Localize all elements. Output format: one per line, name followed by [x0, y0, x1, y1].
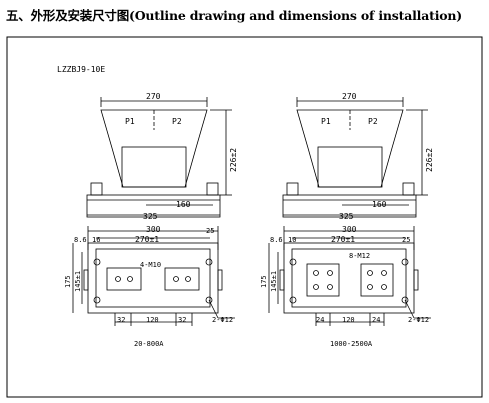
dim-width-top: 270: [342, 92, 357, 101]
dim-overall: 300: [342, 225, 357, 234]
right-front-view: [282, 97, 428, 218]
dim-left-offset: 8.6: [74, 236, 87, 244]
dim-base-depth: 160: [176, 200, 191, 209]
dim-height: 226±2: [425, 148, 434, 172]
dim-right-offset: 25: [402, 236, 410, 244]
label-p2: P2: [172, 117, 182, 126]
dim-base-width: 325: [339, 212, 354, 221]
dim-height-b: 145±1: [74, 271, 82, 292]
dim-bottom-left: 32: [117, 316, 125, 324]
dim-right-offset: 25: [206, 227, 214, 235]
drawing-frame: [6, 36, 483, 398]
range-label: 20-800A: [134, 340, 164, 348]
page-heading: 五、外形及安装尺寸图(Outline drawing and dimension…: [6, 8, 462, 23]
dim-base-width: 325: [143, 212, 158, 221]
dim-bottom-left: 24: [316, 316, 324, 324]
mount-hole-label: 2-Φ12: [212, 316, 233, 324]
dim-left-small: 10: [288, 236, 296, 244]
hole-label: 8-M12: [349, 252, 370, 260]
dim-left-small: 16: [92, 236, 100, 244]
dim-hole-span: 270±1: [331, 235, 355, 244]
label-p2: P2: [368, 117, 378, 126]
dim-base-depth: 160: [372, 200, 387, 209]
dim-height-b: 145±1: [270, 271, 278, 292]
right-plan-view: [268, 226, 431, 326]
mount-hole-label: 2-Φ12: [408, 316, 429, 324]
dim-height-a: 175: [64, 275, 72, 288]
dim-left-offset: 8.6: [270, 236, 283, 244]
left-front-view: [86, 97, 232, 218]
dim-bottom-right: 24: [372, 316, 380, 324]
dim-overall: 300: [146, 225, 161, 234]
dim-bottom-right: 32: [178, 316, 186, 324]
label-p1: P1: [125, 117, 135, 126]
dim-height-a: 175: [260, 275, 268, 288]
left-view: [72, 97, 235, 326]
dim-bottom-mid: 120: [146, 316, 159, 324]
right-view: [268, 97, 431, 326]
hole-label: 4-M10: [140, 261, 161, 269]
dim-height: 226±2: [229, 148, 238, 172]
model-label: LZZBJ9-10E: [57, 65, 105, 74]
left-plan-view: [72, 226, 235, 326]
range-label: 1000-2500A: [330, 340, 373, 348]
label-p1: P1: [321, 117, 331, 126]
dim-width-top: 270: [146, 92, 161, 101]
dim-hole-span: 270±1: [135, 235, 159, 244]
dim-bottom-mid: 120: [342, 316, 355, 324]
